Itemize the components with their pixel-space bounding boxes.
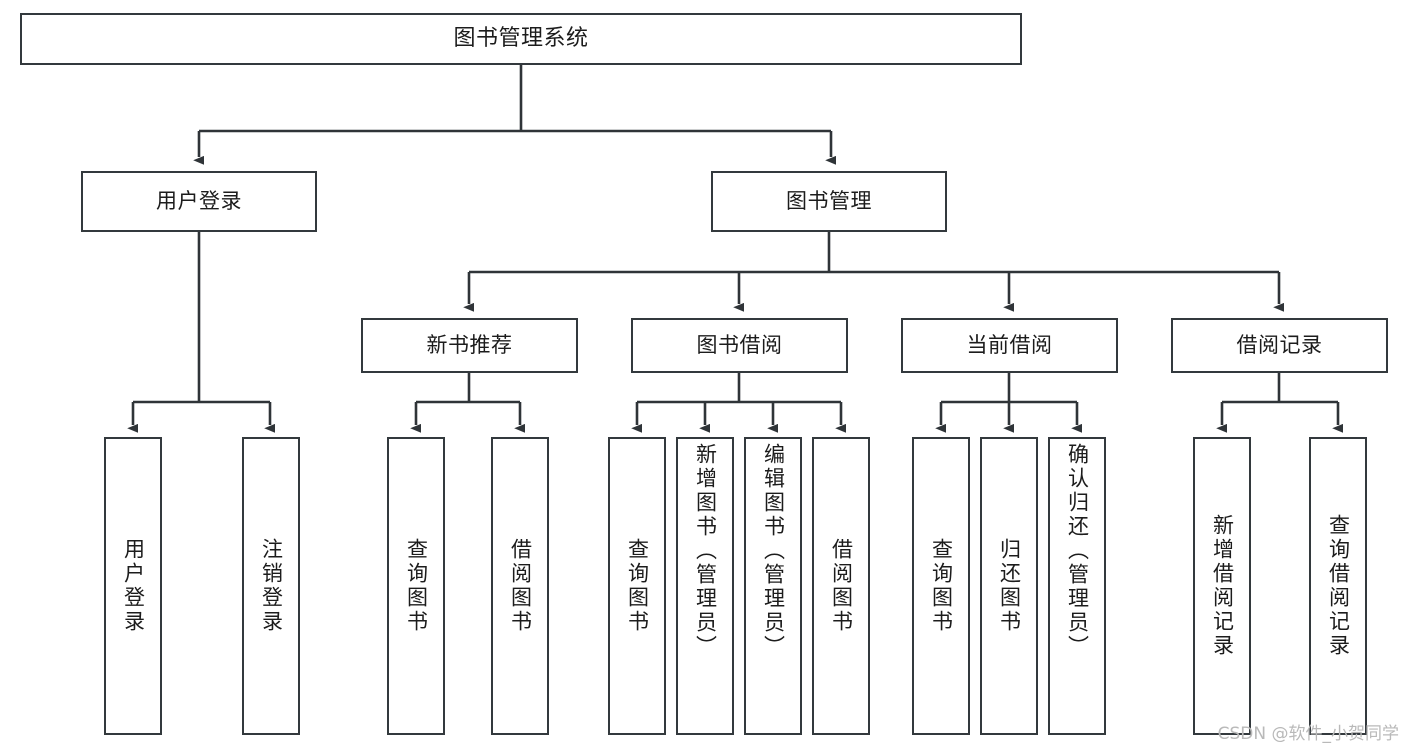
node-leaf-add-borrow-record[interactable]: 新增借阅记录 <box>1193 437 1251 735</box>
node-leaf-add-borrow-record-label: 新增借阅记录 <box>1210 514 1235 658</box>
node-leaf-borrow-book-1-label: 借阅图书 <box>508 538 533 634</box>
node-leaf-query-book-2[interactable]: 查询图书 <box>608 437 666 735</box>
node-leaf-add-book-admin-label: 新增图书（管理员） <box>693 443 718 659</box>
node-current-borrow[interactable]: 当前借阅 <box>901 318 1118 373</box>
node-leaf-edit-book-admin-label: 编辑图书（管理员） <box>761 443 786 659</box>
node-new-book-recommend[interactable]: 新书推荐 <box>361 318 578 373</box>
node-leaf-return-book[interactable]: 归还图书 <box>980 437 1038 735</box>
node-leaf-query-book-3[interactable]: 查询图书 <box>912 437 970 735</box>
node-leaf-confirm-return-admin[interactable]: 确认归还（管理员） <box>1048 437 1106 735</box>
node-leaf-logout[interactable]: 注销登录 <box>242 437 300 735</box>
node-leaf-query-book-1[interactable]: 查询图书 <box>387 437 445 735</box>
node-leaf-query-borrow-record[interactable]: 查询借阅记录 <box>1309 437 1367 735</box>
node-borrow-record[interactable]: 借阅记录 <box>1171 318 1388 373</box>
node-current-borrow-label: 当前借阅 <box>966 332 1053 357</box>
node-leaf-user-login[interactable]: 用户登录 <box>104 437 162 735</box>
node-leaf-return-book-label: 归还图书 <box>997 538 1022 634</box>
node-leaf-confirm-return-admin-label: 确认归还（管理员） <box>1065 443 1090 659</box>
node-leaf-query-borrow-record-label: 查询借阅记录 <box>1326 514 1351 658</box>
node-user-login-label: 用户登录 <box>156 188 242 213</box>
node-leaf-user-login-label: 用户登录 <box>121 538 146 634</box>
node-book-manage-label: 图书管理 <box>786 188 872 213</box>
node-leaf-query-book-1-label: 查询图书 <box>404 538 429 634</box>
node-leaf-edit-book-admin[interactable]: 编辑图书（管理员） <box>744 437 802 735</box>
node-book-manage[interactable]: 图书管理 <box>711 171 947 232</box>
node-root[interactable]: 图书管理系统 <box>20 13 1022 65</box>
node-leaf-borrow-book-2-label: 借阅图书 <box>829 538 854 634</box>
node-leaf-borrow-book-2[interactable]: 借阅图书 <box>812 437 870 735</box>
node-leaf-query-book-3-label: 查询图书 <box>929 538 954 634</box>
node-leaf-logout-label: 注销登录 <box>259 538 284 634</box>
node-borrow-record-label: 借阅记录 <box>1236 332 1323 357</box>
node-leaf-add-book-admin[interactable]: 新增图书（管理员） <box>676 437 734 735</box>
node-book-borrow-label: 图书借阅 <box>696 332 783 357</box>
csdn-watermark: CSDN @软件_小贺同学 <box>1217 724 1399 744</box>
node-leaf-borrow-book-1[interactable]: 借阅图书 <box>491 437 549 735</box>
node-root-label: 图书管理系统 <box>453 25 589 51</box>
node-user-login[interactable]: 用户登录 <box>81 171 317 232</box>
node-book-borrow[interactable]: 图书借阅 <box>631 318 848 373</box>
node-new-book-recommend-label: 新书推荐 <box>426 332 513 357</box>
node-leaf-query-book-2-label: 查询图书 <box>625 538 650 634</box>
